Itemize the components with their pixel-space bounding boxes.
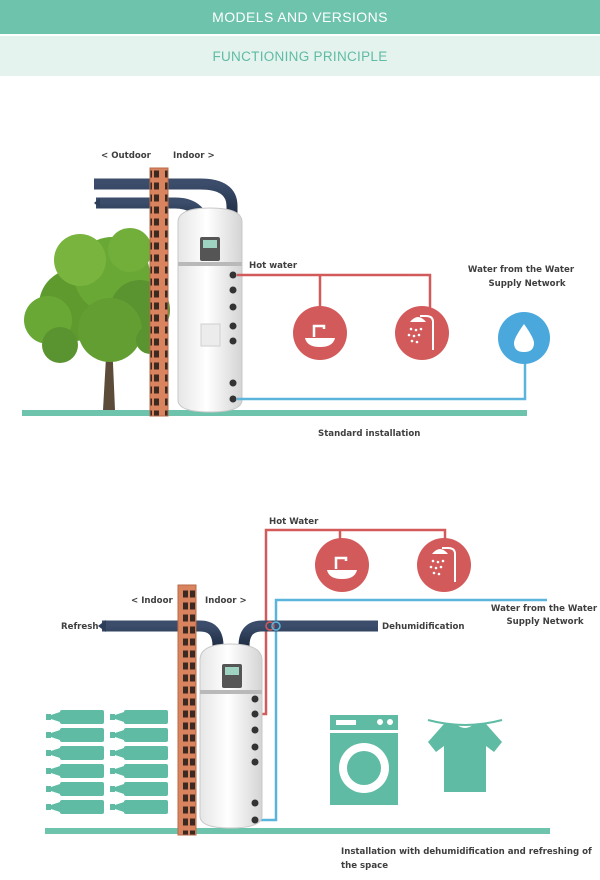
shower-icon-2 <box>417 538 471 592</box>
water-drop-icon <box>498 312 550 364</box>
dehumidification-installation-diagram: < Indoor Indoor > Hot Water Refresh Dehu… <box>45 517 598 871</box>
indoor-right-label: Indoor > <box>205 596 247 606</box>
shower-icon <box>395 306 449 360</box>
water-supply-label-line2: Supply Network <box>488 279 565 289</box>
functioning-principle-bar[interactable]: FUNCTIONING PRINCIPLE <box>0 36 600 76</box>
models-and-versions-bar[interactable]: MODELS AND VERSIONS <box>0 0 600 34</box>
standard-installation-caption: Standard installation <box>318 429 420 439</box>
dehumidification-caption-line1: Installation with dehumidification and r… <box>341 847 592 857</box>
cold-water-pipe-2 <box>258 598 547 822</box>
water-supply-label-line1: Water from the Water <box>468 265 575 275</box>
water-supply-label-2-line1: Water from the Water <box>491 604 598 614</box>
indoor-indoor-wall <box>177 584 197 836</box>
ground-line <box>22 410 527 416</box>
exhaust-duct <box>94 178 238 218</box>
cold-water-pipe <box>237 362 527 401</box>
stored-bottles-icon <box>46 710 168 814</box>
refresh-label: Refresh <box>61 622 98 632</box>
drying-shirt-icon <box>427 719 503 792</box>
water-supply-label-2-line2: Supply Network <box>506 617 583 627</box>
washing-machine-icon <box>330 715 398 805</box>
ground-line-2 <box>45 828 550 834</box>
hot-water-label-2: Hot Water <box>269 517 319 527</box>
outdoor-indoor-wall <box>149 167 169 417</box>
water-heater-tank-2 <box>199 643 263 829</box>
dehumidification-duct <box>238 620 378 647</box>
indoor-label: Indoor > <box>173 151 215 161</box>
water-heater-tank <box>177 207 243 413</box>
sink-icon-2 <box>315 538 369 592</box>
hot-water-label: Hot water <box>249 261 298 271</box>
outdoor-label: < Outdoor <box>101 151 152 161</box>
hot-water-pipe <box>237 273 432 310</box>
standard-installation-diagram: < Outdoor Indoor > Hot water Water from … <box>22 151 575 439</box>
tree-icon <box>24 228 170 410</box>
dehumidification-label: Dehumidification <box>382 622 465 632</box>
sink-icon <box>293 306 347 360</box>
indoor-left-label: < Indoor <box>131 596 173 606</box>
refresh-duct <box>102 620 224 647</box>
dehumidification-caption-line2: the space <box>341 861 388 871</box>
